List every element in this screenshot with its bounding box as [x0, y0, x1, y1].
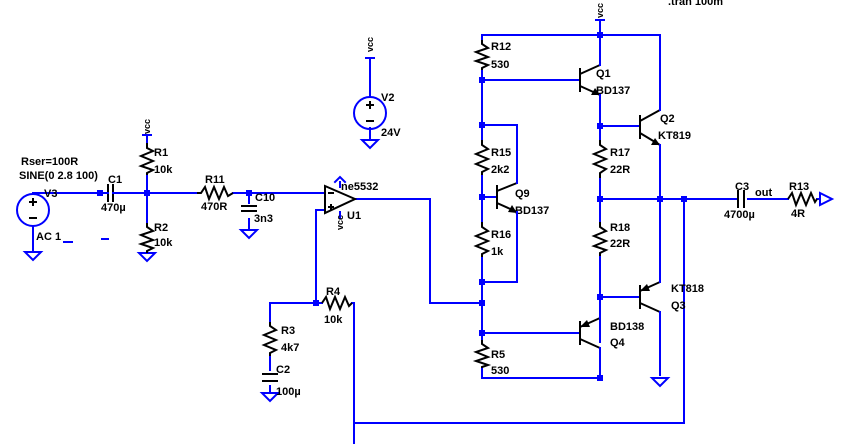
svg-text:530: 530 — [491, 59, 509, 71]
svg-text:10k: 10k — [154, 164, 173, 176]
svg-text:BD137: BD137 — [596, 85, 630, 97]
svg-text:10k: 10k — [324, 314, 343, 326]
ground-icon-v2 — [361, 139, 379, 149]
u1-name-label: U1 — [347, 210, 361, 222]
vcc-label-top: vcc — [595, 3, 605, 18]
voltage-source-v3: Rser=100R SINE(0 2.8 100) V3 AC 1 — [16, 156, 98, 243]
resistor-r2: R2 10k — [137, 222, 173, 253]
v3-rser-label: Rser=100R — [21, 156, 78, 168]
svg-text:4k7: 4k7 — [281, 342, 299, 354]
svg-text:Q9: Q9 — [515, 188, 530, 200]
svg-text:R4: R4 — [326, 286, 341, 298]
resistor-r4: R4 10k — [321, 286, 353, 326]
resistor-r13: R13 4R — [787, 181, 818, 220]
svg-text:BD137: BD137 — [515, 205, 549, 217]
svg-text:KT819: KT819 — [658, 130, 691, 142]
resistor-r1: R1 10k — [138, 143, 173, 176]
svg-text:4R: 4R — [791, 208, 805, 220]
svg-text:10k: 10k — [154, 237, 173, 249]
svg-text:KT818: KT818 — [671, 283, 704, 295]
svg-text:C3: C3 — [735, 181, 749, 193]
svg-text:530: 530 — [491, 365, 509, 377]
resistor-r15: R15 2k2 — [473, 140, 511, 176]
v2-value-label: 24V — [381, 127, 401, 139]
svg-text:1k: 1k — [491, 246, 504, 258]
ground-icon-v3 — [24, 251, 42, 261]
transistor-q3: KT818 Q3 — [639, 281, 704, 313]
voltage-source-v2: V2 24V — [353, 92, 401, 139]
svg-text:R1: R1 — [154, 147, 168, 159]
v3-ac-label: AC 1 — [36, 231, 61, 243]
svg-text:R3: R3 — [281, 325, 295, 337]
sim-directive: .tran 100m — [668, 0, 723, 8]
u1-model-label: ne5532 — [341, 181, 378, 193]
svg-text:4700µ: 4700µ — [724, 209, 755, 221]
transistor-q9: Q9 BD137 — [496, 182, 549, 217]
capacitor-c3: C3 4700µ — [724, 181, 755, 221]
ground-icon-q3 — [651, 377, 669, 387]
opamp-u1: ne5532 U1 — [324, 181, 378, 222]
vcc-label-v2: vcc — [365, 37, 375, 52]
svg-text:22R: 22R — [610, 238, 630, 250]
svg-text:R17: R17 — [610, 147, 630, 159]
wires — [32, 19, 821, 444]
v3-sine-label: SINE(0 2.8 100) — [19, 170, 98, 182]
resistor-r3: R3 4k7 — [261, 322, 299, 356]
svg-text:R11: R11 — [205, 174, 225, 186]
ground-icon-c10 — [240, 229, 258, 239]
resistor-r18: R18 22R — [591, 222, 630, 256]
resistor-r11: R11 470R — [197, 174, 234, 213]
capacitor-c1: C1 470µ — [99, 174, 126, 214]
resistor-r17: R17 22R — [591, 140, 630, 178]
svg-text:2k2: 2k2 — [491, 164, 509, 176]
capacitor-c10: C10 3n3 — [241, 192, 275, 225]
v2-name-label: V2 — [381, 92, 394, 104]
transistor-q1: Q1 BD137 — [579, 64, 630, 97]
svg-text:BD138: BD138 — [610, 321, 644, 333]
svg-text:Q1: Q1 — [596, 68, 611, 80]
svg-text:C10: C10 — [255, 192, 275, 204]
v3-name-label: V3 — [44, 188, 57, 200]
transistor-q2: Q2 KT819 — [639, 109, 691, 146]
svg-text:Q2: Q2 — [660, 113, 675, 125]
svg-text:R12: R12 — [491, 41, 511, 53]
svg-text:C1: C1 — [108, 174, 122, 186]
svg-text:3n3: 3n3 — [254, 213, 273, 225]
svg-text:22R: 22R — [610, 164, 630, 176]
svg-text:R18: R18 — [610, 222, 630, 234]
capacitor-c2: C2 100µ — [262, 364, 301, 398]
resistor-r16: R16 1k — [473, 222, 511, 258]
svg-text:Q4: Q4 — [610, 337, 626, 349]
svg-text:100µ: 100µ — [276, 386, 301, 398]
resistor-r12: R12 530 — [472, 40, 511, 71]
transistor-q4: BD138 Q4 — [579, 317, 644, 349]
svg-text:470µ: 470µ — [101, 202, 126, 214]
resistor-r5: R5 530 — [472, 340, 509, 377]
svg-text:R15: R15 — [491, 147, 511, 159]
svg-text:C2: C2 — [276, 364, 290, 376]
svg-text:R2: R2 — [154, 222, 168, 234]
svg-text:R16: R16 — [491, 229, 511, 241]
svg-text:R5: R5 — [491, 349, 505, 361]
svg-text:470R: 470R — [201, 201, 227, 213]
svg-text:Q3: Q3 — [671, 300, 686, 312]
net-label-out: out — [755, 187, 772, 199]
svg-text:R13: R13 — [789, 181, 809, 193]
ground-icon-r2 — [138, 252, 156, 262]
output-terminal-icon — [819, 191, 835, 207]
vcc-label-u1: vcc — [335, 215, 345, 230]
vcc-flags: vcc vcc vcc vcc — [142, 3, 605, 230]
vcc-label-r1: vcc — [142, 119, 152, 134]
